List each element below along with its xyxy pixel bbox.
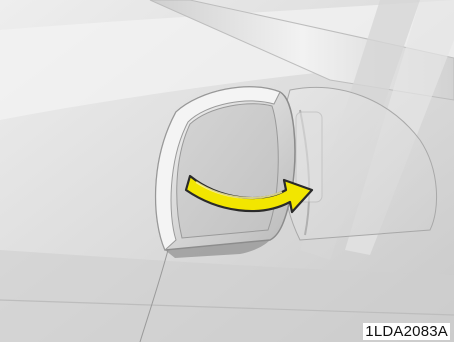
reference-code: 1LDA2083A [363,323,450,340]
mirror-glass [177,104,279,238]
